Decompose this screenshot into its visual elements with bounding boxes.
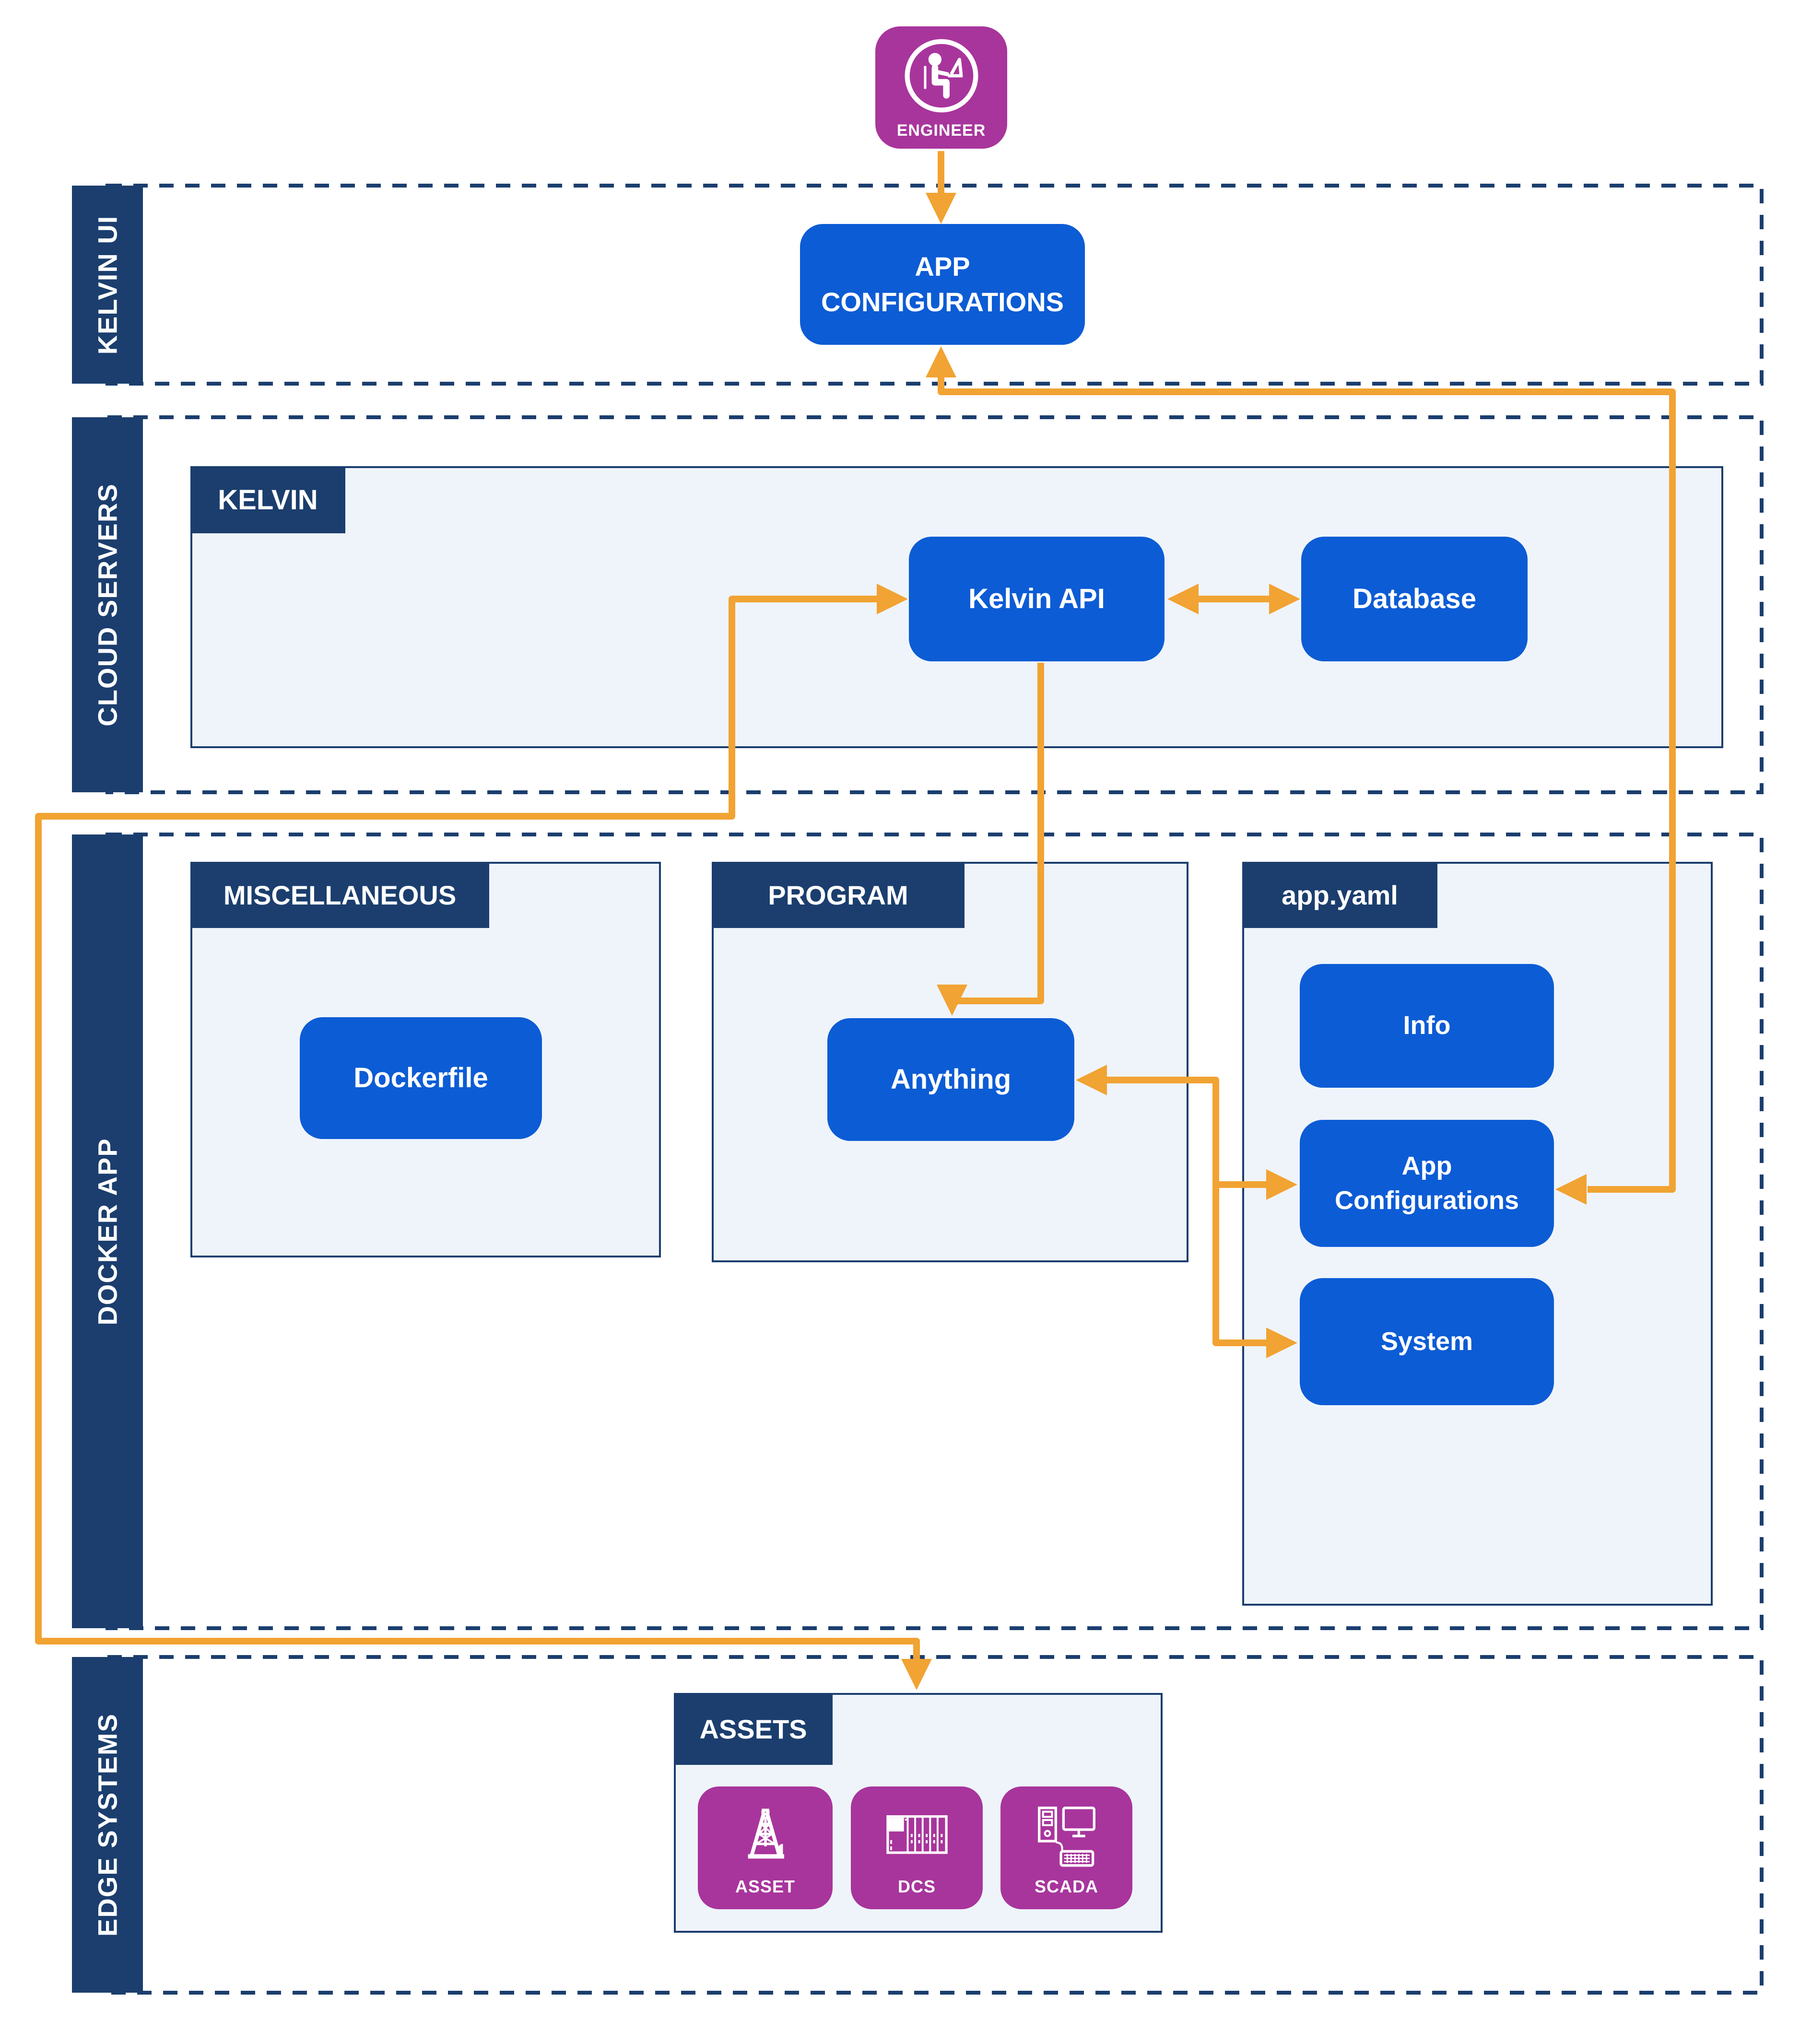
asset-tile: ASSET xyxy=(698,1786,833,1909)
plc-rack-icon xyxy=(851,1803,983,1865)
info-node: Info xyxy=(1300,964,1554,1088)
dcs-tile: DCS xyxy=(851,1786,983,1909)
band-label-docker-app: DOCKER APP xyxy=(92,1137,123,1326)
workstation-icon xyxy=(1000,1803,1132,1870)
band-label-kelvin-ui: KELVIN UI xyxy=(92,215,123,354)
anything-node: Anything xyxy=(827,1018,1074,1141)
band-label-edge-systems: EDGE SYSTEMS xyxy=(92,1713,123,1937)
band-bar-cloud-servers: CLOUD SERVERS xyxy=(72,417,143,792)
kelvin-container-title: KELVIN xyxy=(190,466,345,533)
engineer-node: ENGINEER xyxy=(875,26,1007,149)
scada-tile-label: SCADA xyxy=(1034,1877,1098,1896)
asset-tile-label: ASSET xyxy=(735,1877,796,1896)
app-yaml-title: app.yaml xyxy=(1242,862,1437,928)
database-node: Database xyxy=(1301,537,1528,661)
kelvin-api-node: Kelvin API xyxy=(909,537,1165,661)
dockerfile-node: Dockerfile xyxy=(300,1017,542,1139)
miscellaneous-title: MISCELLANEOUS xyxy=(190,862,489,928)
band-label-cloud-servers: CLOUD SERVERS xyxy=(92,483,123,727)
engineer-label: ENGINEER xyxy=(896,121,986,140)
app-configurations-ui-node: APP CONFIGURATIONS xyxy=(800,224,1085,345)
scada-tile: SCADA xyxy=(1000,1786,1132,1909)
dcs-tile-label: DCS xyxy=(897,1877,936,1896)
assets-title: ASSETS xyxy=(674,1693,833,1765)
system-node: System xyxy=(1300,1278,1554,1405)
program-title: PROGRAM xyxy=(712,862,965,928)
engineer-icon xyxy=(905,39,978,113)
band-bar-kelvin-ui: KELVIN UI xyxy=(72,186,143,384)
band-bar-edge-systems: EDGE SYSTEMS xyxy=(72,1657,143,1993)
oil-derrick-icon xyxy=(698,1803,833,1865)
band-bar-docker-app: DOCKER APP xyxy=(72,834,143,1628)
app-configurations-yaml-node: App Configurations xyxy=(1300,1120,1554,1247)
